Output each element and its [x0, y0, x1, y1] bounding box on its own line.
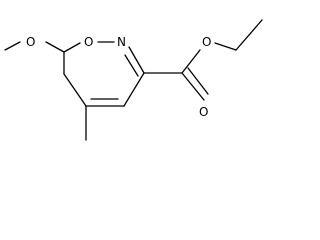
ring-nitrogen-label: N [117, 35, 126, 49]
bond-carbon3-to-carbon4 [123, 72, 145, 107]
methoxy-oxygen-label: O [26, 35, 35, 49]
bond-methyl-to-methoxy-oxygen [4, 41, 21, 51]
bond-ester-oxygen-to-ethyl [214, 42, 237, 51]
bond-carbon5-to-carbon6 [63, 73, 87, 107]
ring-oxygen-label: O [84, 35, 93, 49]
structure-svg: O O N O O [0, 0, 266, 145]
carbonyl-oxygen-label: O [199, 105, 208, 119]
ester-oxygen-label: O [202, 35, 211, 49]
bond-methoxy-oxygen-to-ring-carbon [45, 41, 65, 53]
bond-ring-carbon-to-ring-oxygen [63, 42, 81, 53]
bond-carbonyl-carbon-to-ester-oxygen [181, 49, 201, 74]
canvas-background [0, 0, 266, 145]
bond-carbonyl-carbon-to-carbonyl-oxygen [181, 72, 205, 101]
bond-ethyl [235, 19, 263, 51]
bond-nitrogen-to-carbon3-double [124, 54, 139, 77]
bond-carbonyl-double [187, 67, 209, 95]
bond-nitrogen-to-carbon3 [128, 46, 145, 74]
molecule-diagram: O O N O O [0, 0, 266, 145]
